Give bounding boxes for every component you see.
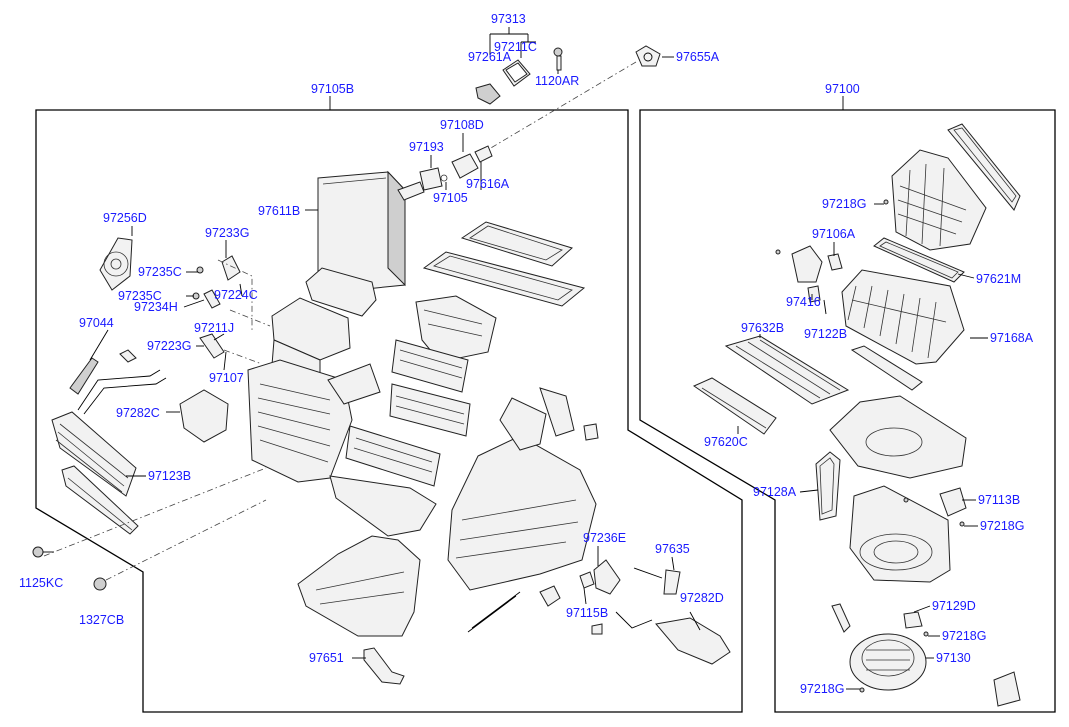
callout-97236E: 97236E [583,531,626,545]
callout-97113B: 97113B [978,493,1020,507]
callout-97655A: 97655A [676,50,720,64]
callout-97105: 97105 [433,191,468,205]
callout-97256D: 97256D [103,211,147,225]
callout-97122B: 97122B [804,327,847,341]
callout-97129D: 97129D [932,599,976,613]
callout-97193: 97193 [409,140,444,154]
callout-97218G-1: 97218G [822,197,866,211]
callout-97128A: 97128A [753,485,797,499]
callout-97235C-2: 97235C [118,289,162,303]
callout-97635: 97635 [655,542,690,556]
callout-1120AR: 1120AR [535,74,579,88]
callout-97108D: 97108D [440,118,484,132]
callout-97233G: 97233G [205,226,249,240]
callout-97313: 97313 [491,12,526,26]
callout-97211J: 97211J [194,321,234,335]
callout-97235C-1: 97235C [138,265,182,279]
callout-97105B: 97105B [311,82,354,96]
leader-lines [89,96,988,690]
right-assembly-frame [639,109,1056,713]
callout-97218G-3: 97218G [942,629,986,643]
callout-97106A: 97106A [812,227,856,241]
callout-97616A: 97616A [466,177,510,191]
callout-97611B: 97611B [258,204,300,218]
callout-97632B: 97632B [741,321,784,335]
callout-97211C: 97211C [494,40,537,54]
callout-97620C: 97620C [704,435,748,449]
callout-97100: 97100 [825,82,860,96]
callout-1327CB: 1327CB [79,613,124,627]
left-assembly-frame [35,109,743,713]
left-assembly-parts [32,133,731,685]
callout-97130: 97130 [936,651,971,665]
callout-97223G: 97223G [147,339,191,353]
callout-97282D: 97282D [680,591,724,605]
top-hardware-group [475,27,674,153]
callout-97416: 97416 [786,295,821,309]
callout-97044: 97044 [79,316,114,330]
callout-97282C: 97282C [116,406,160,420]
callout-97168A: 97168A [990,331,1034,345]
callout-1125KC: 1125KC [19,576,63,590]
callout-97234H: 97234H [134,300,178,314]
callout-97218G-2: 97218G [980,519,1024,533]
callout-97621M: 97621M [976,272,1021,286]
callout-97224C: 97224C [214,288,258,302]
callout-97261A: 97261A [468,50,512,64]
callout-97115B: 97115B [566,606,608,620]
right-assembly-parts [692,123,1021,707]
callout-97651: 97651 [309,651,344,665]
callout-97218G-4: 97218G [800,682,844,696]
callout-97107: 97107 [209,371,244,385]
callout-labels: 97313 97211C 97261A 1120AR 97655A 97105B… [19,12,1034,696]
callout-97123B: 97123B [148,469,191,483]
